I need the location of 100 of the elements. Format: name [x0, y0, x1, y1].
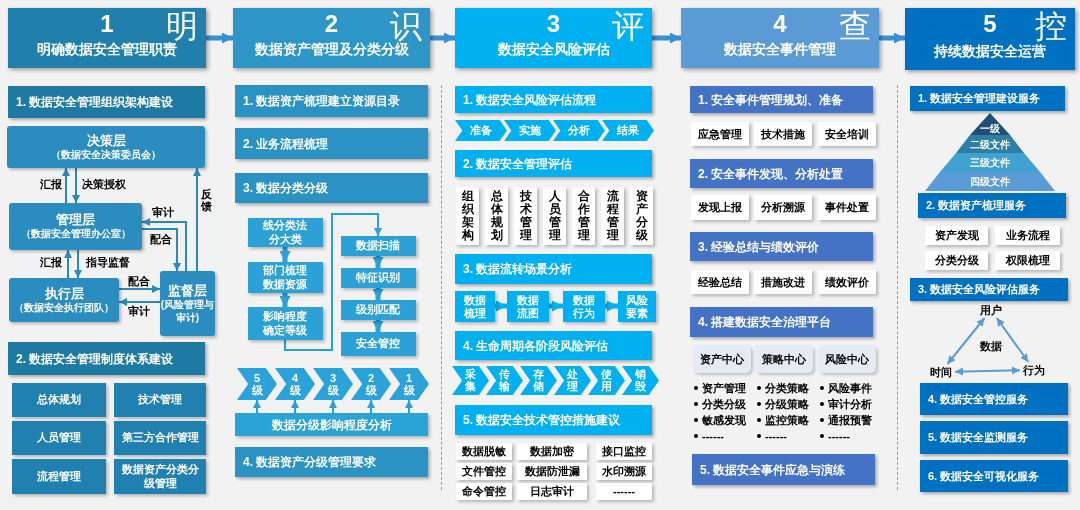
item-box [596, 463, 652, 480]
item-box [630, 187, 653, 245]
section-bar [235, 85, 428, 117]
list-item: 敏感发现 [702, 413, 746, 428]
level-label: 2级 [365, 371, 377, 397]
stage-label: 销毁 [635, 368, 646, 393]
header-title: 数据安全事件管理 [724, 40, 836, 59]
level-label: 4级 [289, 371, 301, 397]
edge-label: 反馈 [201, 188, 212, 213]
item-box [514, 187, 537, 245]
section-bar [690, 307, 873, 337]
connector-arrow [954, 366, 1021, 376]
item-label: 经验总结 [698, 274, 742, 290]
item-label: 发现上报 [698, 200, 742, 216]
header-title: 数据资产管理及分类分级 [254, 41, 409, 59]
item-label: 技术管理 [519, 189, 532, 243]
section-title: 3. 数据安全风险评估服务 [918, 282, 1041, 298]
section-bar [920, 383, 1068, 415]
connector-arrow [652, 32, 681, 44]
section-bar [690, 86, 873, 113]
item-label: 数据加密 [530, 444, 574, 460]
connector-arrow [291, 399, 299, 414]
item-box [517, 443, 587, 460]
process-label: 数据行为 [572, 293, 596, 320]
process-label: 影响程度确定等级 [262, 309, 309, 338]
section-bar [690, 159, 873, 188]
item-box [995, 251, 1060, 270]
header-number: 2 [324, 12, 339, 36]
section-bar [455, 254, 652, 284]
section-title: 4. 数据安全管控服务 [928, 391, 1029, 407]
connector-arrow [879, 32, 905, 44]
process-label: 数据梳理 [463, 293, 487, 320]
edge-label: 指导监督 [86, 256, 130, 269]
section-title: 5. 数据安全事件应急与演练 [700, 461, 846, 479]
item-box [517, 463, 587, 480]
policy-label: 数据资产分类分级管理 [120, 462, 200, 491]
pyramid-label: 一级 [980, 124, 1000, 135]
process-box [248, 262, 323, 293]
section-title: 2. 数据安全管理评估 [463, 155, 573, 173]
list-item: ------ [828, 429, 850, 444]
node-label: 时间 [930, 364, 952, 380]
center-label: 策略中心 [762, 351, 806, 367]
item-box [601, 187, 624, 245]
lifecycle-stage [554, 366, 591, 395]
connector-arrow [64, 249, 72, 279]
section-bar [8, 342, 205, 375]
connector-arrow [405, 399, 413, 414]
connector-arrow [206, 32, 233, 44]
analysis-label: 数据分级影响程度分析 [271, 416, 392, 434]
process-box [341, 300, 416, 320]
edge-label: 汇报 [40, 178, 62, 191]
list-item: 风险事件 [828, 381, 872, 396]
item-label: 接口监控 [602, 444, 646, 460]
level-step [237, 368, 277, 400]
header-box [455, 8, 652, 68]
item-box [691, 122, 749, 146]
layer-box [9, 203, 142, 250]
stage-label: 传输 [499, 368, 510, 393]
pyramid-level [956, 135, 1024, 153]
item-box [925, 226, 988, 245]
level-step [313, 368, 353, 400]
header-character: 控 [1035, 10, 1067, 42]
header-number: 3 [546, 12, 561, 36]
process-label: 线分类法分大类 [262, 218, 309, 247]
edge-label: 审计 [128, 305, 150, 318]
item-box [596, 443, 652, 460]
lifecycle-stage [452, 366, 489, 395]
policy-label: 总体规划 [37, 393, 81, 407]
edge-label: 配合 [128, 275, 150, 288]
item-box [754, 270, 812, 294]
item-box [456, 483, 512, 500]
header-number: 1 [100, 12, 114, 36]
section-bar [455, 405, 652, 435]
item-label: 命令管控 [462, 484, 506, 500]
header-character: 评 [612, 10, 644, 42]
layer-box [160, 271, 215, 336]
policy-box [12, 421, 106, 455]
item-box [754, 122, 812, 146]
section-bar [692, 454, 875, 485]
process-box [341, 236, 416, 256]
level-label: 3级 [327, 371, 339, 397]
layer-subtitle: （数据安全决策委员会） [51, 148, 161, 162]
item-label: 资产分级 [635, 189, 648, 243]
item-box [995, 226, 1060, 245]
item-label: 资产发现 [934, 228, 979, 244]
list-item: ------ [702, 429, 724, 444]
connector-arrow [193, 167, 201, 272]
item-box [572, 187, 595, 245]
section-title: 5. 数据安全监测服务 [928, 430, 1029, 446]
item-label: 分析溯源 [761, 200, 805, 216]
item-box [485, 187, 508, 245]
center-box [693, 345, 751, 373]
level-label: 1级 [403, 371, 415, 397]
section-title: 1. 数据安全管理建设服务 [918, 91, 1041, 107]
section-bar [455, 150, 652, 177]
list-item: 监控策略 [765, 413, 809, 428]
policy-box [114, 459, 206, 494]
connector-arrow [279, 247, 291, 262]
section-bar [920, 421, 1068, 454]
analysis-bar [235, 413, 428, 436]
